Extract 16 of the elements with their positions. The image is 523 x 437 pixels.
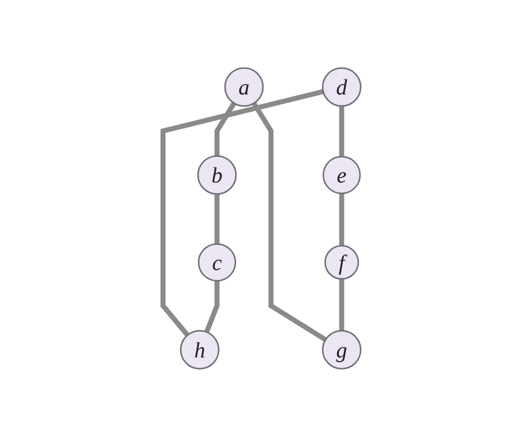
connector — [204, 280, 220, 334]
node-circle: h — [180, 330, 220, 370]
node-circle: c — [198, 243, 236, 282]
node-circle: g — [322, 330, 362, 370]
connector — [338, 279, 344, 331]
connector — [251, 102, 327, 342]
connector — [214, 102, 236, 156]
node-circle: b — [196, 155, 236, 195]
node-circle: d — [322, 67, 362, 107]
node-circle: e — [322, 156, 360, 194]
connector — [338, 106, 344, 157]
node-circle: a — [224, 67, 264, 107]
node-circle: f — [324, 245, 359, 280]
connector — [214, 194, 220, 244]
connector — [160, 89, 324, 337]
connector — [338, 194, 344, 246]
